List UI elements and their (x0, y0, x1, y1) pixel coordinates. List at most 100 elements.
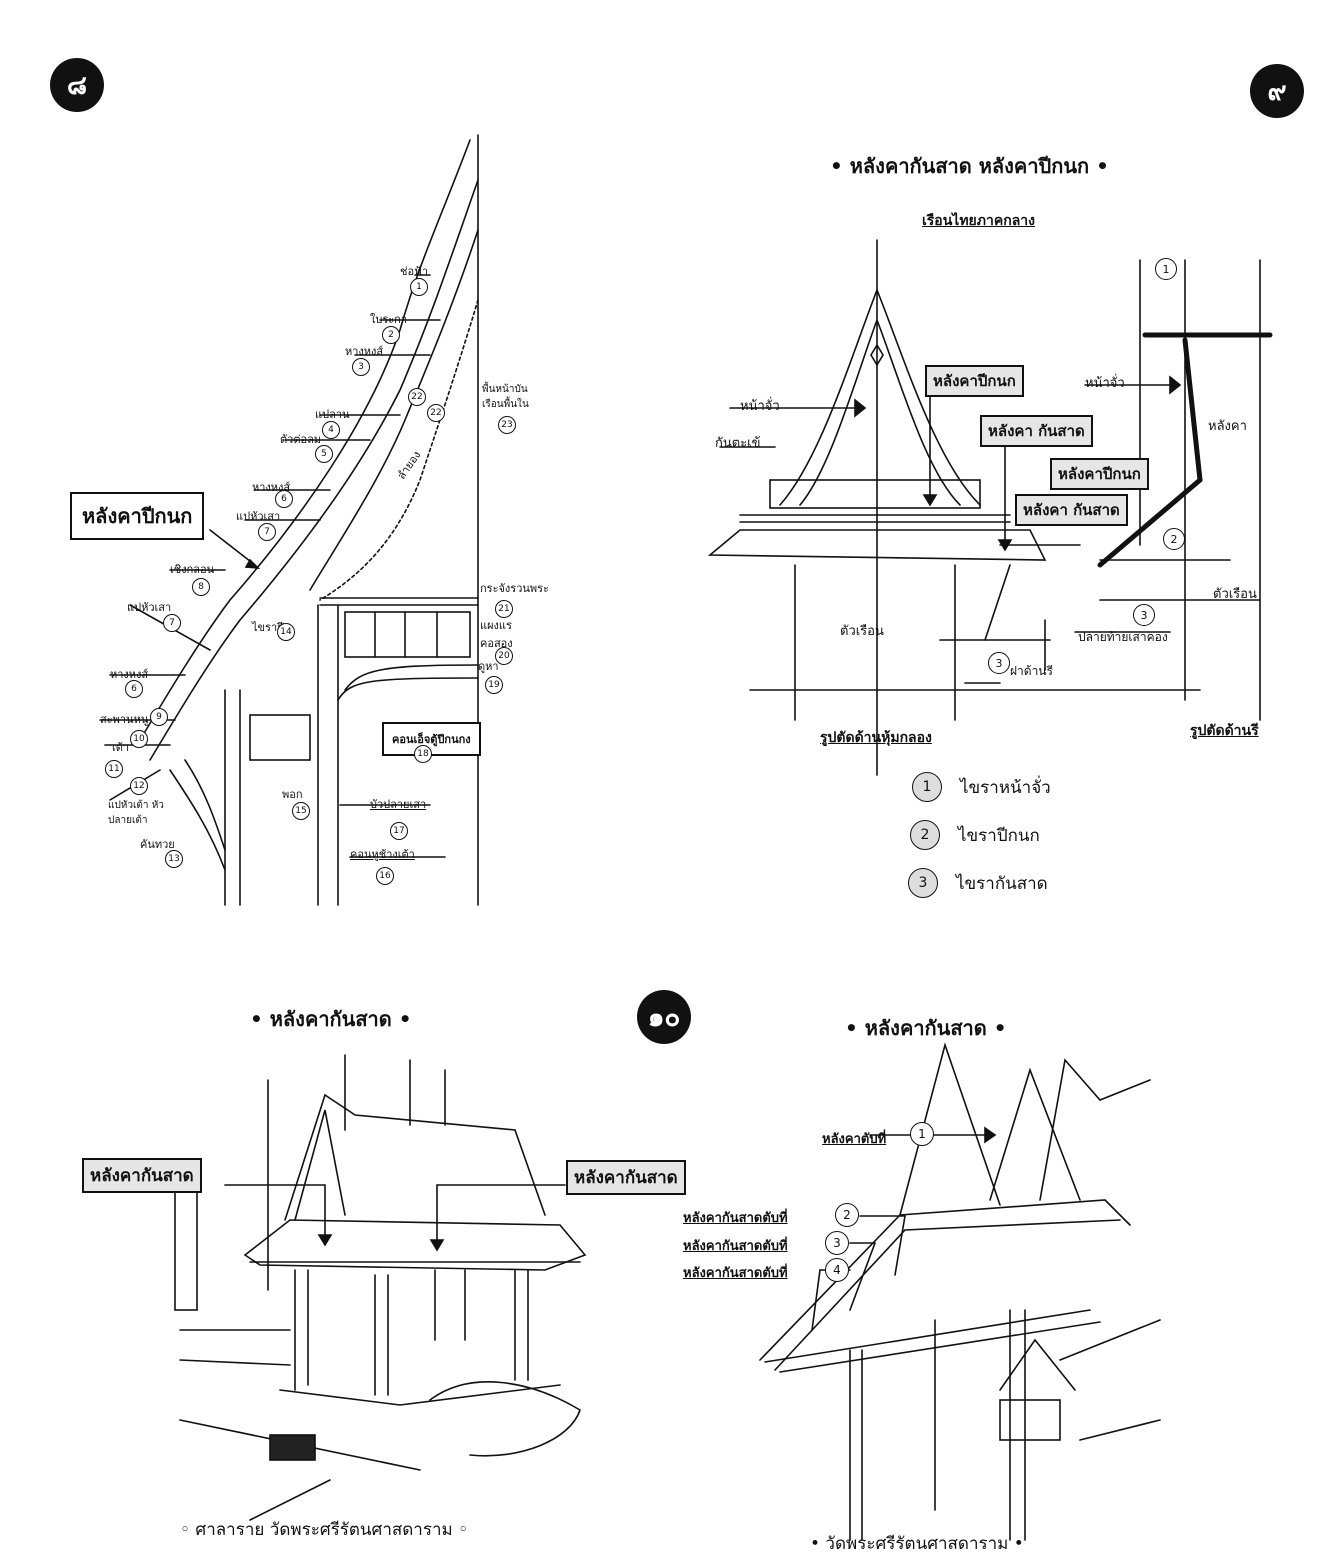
fig8-box-18-text: คอนเอ็จตู้ปีกนกง (392, 733, 471, 746)
fig8-num-2: 2 (382, 326, 400, 344)
page-badge-10: ๑๐ (637, 990, 691, 1044)
fig9-legend-text-1: ไขราหน้าจั่ว (960, 777, 1051, 798)
fig9-label-roof: หลังคา (1208, 419, 1247, 434)
page-badge-9: ๙ (1250, 64, 1304, 118)
fig8-num-4: 4 (322, 421, 340, 439)
fig8-label-14: ไขราปี (252, 621, 285, 634)
fig9-subtitle: เรือนไทยภาคกลาง (922, 213, 1035, 229)
fig8-num-18: 18 (414, 745, 432, 763)
fig9-legend-row-1: 1 ไขราหน้าจั่ว (912, 772, 1051, 802)
fig10b-label-4: หลังคากันสาดตับที่ (683, 1266, 788, 1281)
fig8-num-15: 15 (292, 802, 310, 820)
fig8-num-12: 12 (130, 777, 148, 795)
fig8-label-13: คันทวย (140, 838, 175, 851)
fig10a-title: • หลังคากันสาด • (250, 1007, 412, 1031)
fig9-box-ks1: หลังคา กันสาด (980, 415, 1093, 447)
fig8-label-5: ตัวต่อลม (280, 433, 322, 446)
fig9-num-2: 2 (1163, 528, 1185, 550)
fig8-label-2: ใบระกา (370, 313, 408, 326)
fig10b-label-3: หลังคากันสาดตับที่ (683, 1239, 788, 1254)
fig8-num-17: 17 (390, 822, 408, 840)
fig8-label-3: หางหงส์ (345, 345, 384, 358)
fig8-num-6b: 6 (125, 680, 143, 698)
fig9-legend-num-1: 1 (912, 772, 942, 802)
fig8-num-1: 1 (410, 278, 428, 296)
fig10b-title: • หลังคากันสาด • (845, 1016, 1007, 1040)
fig8-num-11: 11 (105, 760, 123, 778)
fig8-label-4: แปลาน (315, 408, 350, 421)
fig8-label-1: ช่อฟ้า (400, 265, 429, 278)
fig10a-caption: ◦ ศาลาราย วัดพระศรีรัตนศาสดาราม ◦ (180, 1520, 469, 1540)
fig9-label-dakan: ฝาด้านรี (1010, 664, 1053, 678)
fig8-label-15: พอก (282, 788, 303, 801)
fig10a-box-right: หลังคากันสาด (566, 1160, 686, 1195)
fig9-section-right: รูปตัดด้านรี (1190, 723, 1259, 739)
fig9-section-drawing (707, 239, 1273, 776)
fig9-num-3b: 3 (1133, 604, 1155, 626)
fig8-label-9: แปหัวเสา (127, 601, 172, 614)
fig8-label-16: คอนหูช้างเต้า (350, 848, 415, 861)
fig10b-num-4: 4 (825, 1258, 849, 1282)
fig8-num-14: 14 (277, 623, 295, 641)
fig9-label-tuaruean: ตัวเรือน (840, 624, 884, 639)
fig10b-num-3: 3 (825, 1231, 849, 1255)
fig8-num-13: 13 (165, 850, 183, 868)
fig10b-num-2: 2 (835, 1203, 859, 1227)
fig8-num-23: 23 (498, 416, 516, 434)
fig9-box-pg1: หลังคาปีกนก (925, 365, 1024, 397)
fig8-label-12: แปหัวเต้า หัวปลายเต้า (108, 800, 164, 826)
fig9-label-tuaruean-right: ตัวเรือน (1213, 587, 1257, 602)
fig8-label-8: เชิงกลอน (170, 563, 215, 576)
fig8-num-7: 7 (258, 523, 276, 541)
fig8-num-10: 10 (130, 730, 148, 748)
fig10a-box-left: หลังคากันสาด (82, 1158, 202, 1193)
fig8-num-21: 21 (495, 600, 513, 618)
fig8-label-6b: หางหงส์ (110, 668, 149, 681)
fig8-num-9: 9 (150, 708, 168, 726)
fig9-legend-text-3: ไขรากันสาด (956, 873, 1048, 894)
fig8-num-20: 20 (495, 647, 513, 665)
fig9-legend-num-2: 2 (910, 820, 940, 850)
fig8-num-6: 6 (275, 490, 293, 508)
fig8-num-7b: 7 (163, 614, 181, 632)
fig9-num-1: 1 (1155, 258, 1177, 280)
fig8-num-8: 8 (192, 578, 210, 596)
fig8-num-16: 16 (376, 867, 394, 885)
fig8-label-21: กระจังรวนพระ (480, 582, 549, 595)
fig10b-label-2: หลังคากันสาดตับที่ (683, 1211, 788, 1226)
fig9-label-nachua-right: หน้าจั่ว (1085, 376, 1125, 391)
fig10b-num-1: 1 (910, 1122, 934, 1146)
fig10b-label-1: หลังคาตับที่ (822, 1132, 887, 1147)
fig8-num-22: 22 (427, 404, 445, 422)
fig8-num-19: 19 (485, 676, 503, 694)
fig9-label-nachua-left: หน้าจั่ว (740, 399, 780, 414)
fig9-box-ks2: หลังคา กันสาด (1015, 494, 1128, 526)
fig9-legend-num-3: 3 (908, 868, 938, 898)
fig9-legend-row-3: 3 ไขรากันสาด (908, 868, 1048, 898)
fig9-legend-row-2: 2 ไขราปีกนก (910, 820, 1040, 850)
page-badge-8: ๘ (50, 58, 104, 112)
fig9-label-plaithai: ปลายท้ายเสาคอง (1078, 630, 1168, 644)
fig9-label-kantakhe: กันตะเข้ (715, 436, 761, 451)
fig9-title: • หลังคากันสาด หลังคาปีกนก • (830, 154, 1109, 178)
fig9-num-3a: 3 (988, 652, 1010, 674)
fig8-num-22b: 22 (408, 388, 426, 406)
fig8-gable-drawing (99, 134, 479, 906)
fig9-box-pg2: หลังคาปีกนก (1050, 458, 1149, 490)
fig8-label-10: สะพานหนู (100, 713, 149, 726)
fig8-label-17: บัวปลายเสา (370, 798, 427, 811)
fig8-main-label: หลังคาปีกนก (70, 492, 205, 540)
fig8-label-7: แปหัวเสา (236, 510, 281, 523)
fig8-num-5: 5 (315, 445, 333, 463)
fig9-legend-text-2: ไขราปีกนก (958, 825, 1040, 846)
fig8-label-19: ดูหา (478, 660, 499, 673)
fig10b-caption: • วัดพระศรีรัตนศาสดาราม • (810, 1534, 1024, 1554)
fig8-label-20: แผงแร คอสอง (480, 619, 513, 650)
fig8-label-23: พื้นหน้าบัน เรือนพื้นใน (482, 384, 529, 410)
fig10a-pavilion-drawing (174, 1054, 587, 1521)
fig10b-temple-drawing (759, 1042, 1161, 1541)
fig8-num-3: 3 (352, 358, 370, 376)
fig8-label-11: เต้า (112, 741, 130, 754)
fig9-section-left: รูปตัดด้านหุ้มกลอง (820, 730, 932, 746)
